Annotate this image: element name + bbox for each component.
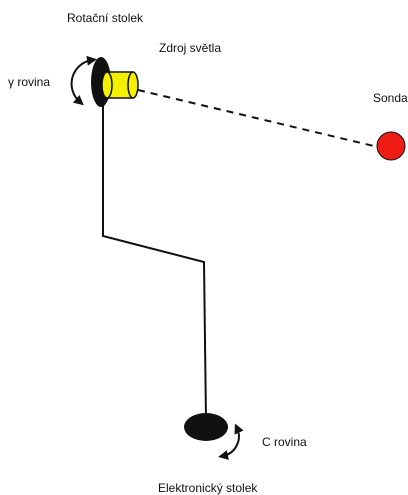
- c-rotation-arrow: [218, 423, 244, 460]
- support-arm: [102, 92, 207, 421]
- c-plane-label: C rovina: [262, 435, 307, 449]
- probe-sensor: [376, 131, 406, 161]
- light-source-label: Zdroj světla: [159, 41, 222, 55]
- probe-label: Sonda: [373, 91, 408, 105]
- electronic-table-label: Elektronický stolek: [158, 481, 258, 495]
- rotary-table-label: Rotační stolek: [67, 11, 144, 25]
- light-beam-dashed-line: [137, 89, 379, 148]
- gamma-rotation-arrow: [70, 55, 97, 106]
- light-source: [101, 71, 139, 99]
- gamma-plane-label: γ rovina: [8, 75, 51, 89]
- electronic-table-disk: [184, 413, 228, 441]
